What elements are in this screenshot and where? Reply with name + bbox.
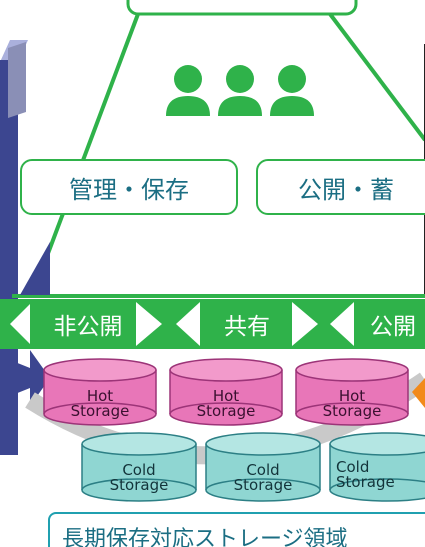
long-term-storage-label: 長期保存対応ストレージ領域 (62, 527, 348, 547)
band-arrow-left-2 (176, 302, 200, 346)
green-band (0, 299, 425, 349)
cold-storage-label-3: Cold Storage (330, 460, 425, 496)
band-arrow-left-3 (330, 302, 354, 346)
top-box (126, 0, 358, 16)
hot-storage-line2: Storage (322, 402, 382, 420)
cold-cylinder-1 (81, 432, 197, 502)
hot-storage-line2: Storage (70, 402, 130, 420)
cold-storage-line2: Storage (336, 473, 395, 491)
publish-accum-label: 公開・蓄 (298, 175, 394, 204)
cold-storage-line1: Cold (336, 460, 370, 476)
public-label: 公開 (370, 314, 416, 340)
hot-cylinder-2 (169, 358, 283, 426)
cold-cylinder-3 (329, 432, 425, 502)
hot-storage-label-3: Hot Storage (296, 386, 408, 422)
cold-storage-line1: Cold (122, 461, 156, 479)
cold-cylinder-2 (205, 432, 321, 502)
people-group-icon (166, 65, 314, 116)
hot-cylinder-3 (295, 358, 409, 426)
band-arrow-right-2 (292, 302, 318, 346)
cold-storage-label-2: Cold Storage (206, 460, 320, 496)
cold-storage-line2: Storage (233, 476, 293, 494)
orange-arrow (412, 378, 425, 408)
hot-storage-line1: Hot (338, 387, 366, 405)
blue-triangle-upper (20, 242, 50, 295)
manage-store-label: 管理・保存 (69, 175, 189, 204)
publish-accum-box: 公開・蓄 (256, 159, 425, 215)
triangle-right-edge (328, 12, 425, 142)
left-block-gray (8, 42, 26, 118)
hot-storage-line1: Hot (212, 387, 240, 405)
cold-storage-label-1: Cold Storage (82, 460, 196, 496)
hot-storage-line1: Hot (86, 387, 114, 405)
hot-cylinder-1 (43, 358, 157, 426)
shared-label: 共有 (224, 314, 270, 340)
cold-storage-line2: Storage (109, 476, 169, 494)
hot-storage-line2: Storage (196, 402, 256, 420)
hot-storage-label-1: Hot Storage (44, 386, 156, 422)
hot-storage-label-2: Hot Storage (170, 386, 282, 422)
long-term-storage-box: 長期保存対応ストレージ領域 (48, 512, 425, 547)
band-arrow-right-1 (136, 302, 162, 346)
private-label: 非公開 (53, 314, 123, 340)
manage-store-box: 管理・保存 (20, 159, 238, 215)
left-block-side (0, 60, 18, 455)
blue-arrow-left (10, 350, 50, 406)
band-arrow-left-tip (10, 304, 30, 344)
cold-storage-line1: Cold (246, 461, 280, 479)
